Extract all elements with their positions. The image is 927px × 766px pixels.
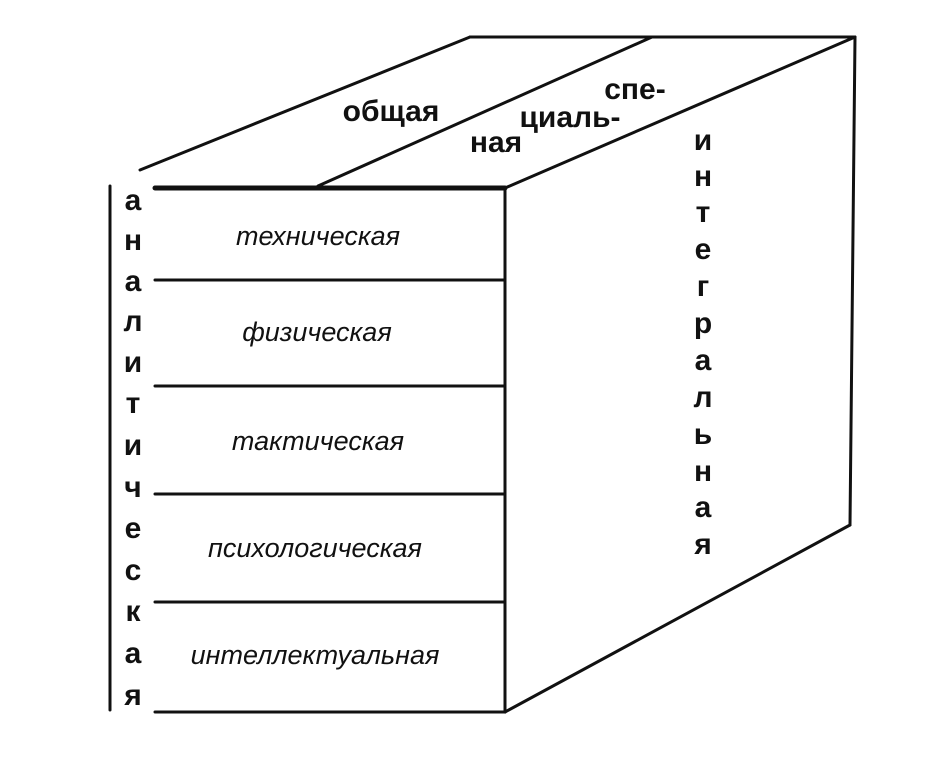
left-label-letter: я (123, 679, 142, 712)
left-label-letter: с (125, 554, 142, 587)
left-label-letter: и (124, 346, 142, 379)
cube-back-right-edge (848, 35, 857, 527)
top-face-divider (316, 35, 654, 188)
right-label-letter: а (695, 491, 712, 524)
top-label-special-line-3: ная (470, 126, 522, 159)
left-label-letter: ч (124, 471, 141, 504)
top-label-general: общая (343, 95, 440, 128)
layer-label-intellectual: интеллектуальная (191, 640, 440, 670)
left-label-letter: а (125, 265, 142, 298)
layer-label-tactical: тактическая (232, 426, 404, 456)
top-label-special-line-2: циаль- (519, 101, 620, 134)
layer-label-physical: физическая (242, 317, 392, 347)
layer-label-psychological: психологическая (208, 533, 422, 563)
left-side-label: а н а л и т и ч е с к а я (123, 184, 142, 712)
top-label-special-line-1: спе- (604, 73, 665, 106)
cube-right-face (505, 37, 855, 712)
right-label-letter: ь (694, 418, 712, 451)
right-side-label: и н т е г р а л ь н а я (693, 124, 712, 561)
cube-bottom-right-edge (503, 523, 852, 714)
layer-label-technical: техническая (236, 221, 400, 251)
left-label-letter: л (123, 305, 142, 338)
right-label-letter: е (695, 233, 712, 266)
top-face-back-left-edge (138, 35, 472, 172)
right-label-letter: р (694, 307, 712, 340)
right-label-letter: г (697, 270, 710, 303)
left-label-letter: а (125, 637, 142, 670)
right-label-letter: н (694, 455, 712, 488)
cube-top-face (140, 37, 855, 188)
left-label-letter: е (125, 512, 142, 545)
left-label-letter: н (124, 224, 142, 257)
left-label-letter: т (126, 387, 141, 420)
right-label-letter: я (693, 528, 712, 561)
right-label-letter: и (694, 124, 712, 157)
right-label-letter: а (695, 344, 712, 377)
right-label-letter: н (694, 160, 712, 193)
cube-front-right-top-edge (503, 35, 857, 190)
right-label-letter: л (693, 381, 712, 414)
left-label-letter: и (124, 429, 142, 462)
left-label-letter: к (125, 595, 141, 628)
right-label-letter: т (696, 196, 711, 229)
left-label-letter: а (125, 184, 142, 217)
